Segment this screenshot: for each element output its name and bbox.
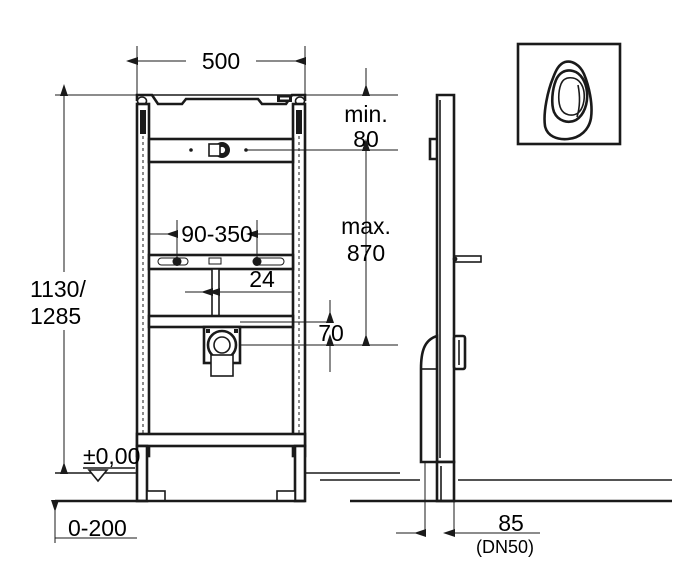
dimension-width-500: 500 (126, 46, 306, 101)
dim-label-0-200: 0-200 (68, 515, 127, 541)
dim-label-max: max. (341, 213, 391, 239)
dim-label-1285: 1285 (30, 303, 81, 329)
dim-label-min: min. (344, 101, 387, 127)
dim-label-870: 870 (347, 240, 385, 266)
frame-mounting-rail (147, 253, 295, 271)
front-elevation-view (55, 93, 400, 503)
frame-base-beam (135, 432, 307, 456)
side-elevation-view (320, 93, 672, 503)
dim-label-1130: 1130/ (30, 276, 86, 302)
dim-label-90-350: 90-350 (181, 221, 253, 247)
urinal-icon (516, 42, 622, 146)
waste-outlet-connector (202, 321, 330, 377)
dimension-85-dn50: 85 (DN50) (396, 462, 540, 557)
dimension-max-870: max. 870 (330, 139, 398, 346)
dim-label-24: 24 (249, 266, 275, 292)
frame-top-cap (135, 93, 307, 106)
dimension-70: 70 (318, 300, 344, 372)
dim-label-dn50: (DN50) (476, 537, 534, 557)
dimension-0-200: 0-200 (51, 500, 137, 543)
level-label-zero: ±0,00 (83, 443, 140, 469)
dim-label-70: 70 (318, 320, 344, 346)
frame-left-post (135, 102, 151, 458)
dimension-24: 24 (185, 266, 293, 305)
dimension-min-80: min. 80 (305, 68, 398, 180)
frame-right-post (291, 102, 307, 458)
dim-label-85: 85 (498, 510, 524, 536)
dim-label-500: 500 (202, 48, 240, 74)
frame-upper-rail (147, 137, 398, 164)
dimension-90-350: 90-350 (149, 220, 293, 258)
frame-feet (135, 444, 307, 503)
level-symbol-zero: ±0,00 (83, 443, 140, 483)
dimension-height-1130-1285: 1130/ 1285 (30, 84, 137, 474)
dim-label-80: 80 (353, 126, 379, 152)
side-rail-stub (452, 255, 482, 263)
outlet-drop-tube (211, 268, 220, 317)
